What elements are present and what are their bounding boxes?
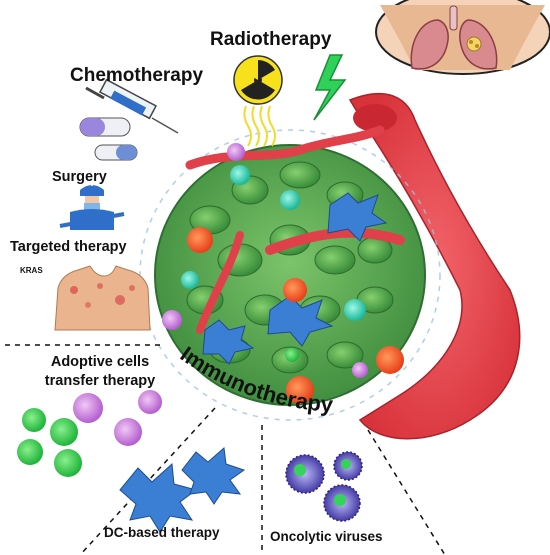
surgeon-icon	[59, 182, 125, 230]
radiotherapy-label: Radiotherapy	[210, 29, 332, 50]
blood-vessel	[348, 92, 521, 440]
adoptive-cells	[17, 390, 162, 477]
adoptive-line2-label: transfer therapy	[44, 373, 156, 389]
dc-based-therapy-label: DC-based therapy	[104, 525, 220, 540]
surgery-label: Surgery	[52, 169, 107, 185]
torso-icon	[54, 265, 151, 331]
lungs-icon	[375, 0, 550, 75]
dendritic-cells	[202, 192, 388, 365]
oncolytic-viruses-label: Oncolytic viruses	[270, 529, 383, 544]
section-dividers	[5, 344, 446, 555]
capillaries	[185, 125, 405, 334]
kras-label: KRAS	[20, 266, 43, 275]
adoptive-line1-label: Adoptive cells	[50, 354, 150, 370]
targeted-therapy-label: Targeted therapy	[10, 239, 127, 255]
dc-cells	[119, 447, 246, 533]
lightning-icon	[313, 54, 347, 121]
virus-cells	[285, 451, 363, 522]
radiation-icon	[233, 55, 283, 147]
tumor-cells	[186, 161, 394, 374]
chemotherapy-label: Chemotherapy	[70, 65, 204, 86]
syringe-icon	[85, 78, 179, 134]
immune-cells	[162, 143, 404, 404]
pill-icon	[79, 117, 138, 161]
